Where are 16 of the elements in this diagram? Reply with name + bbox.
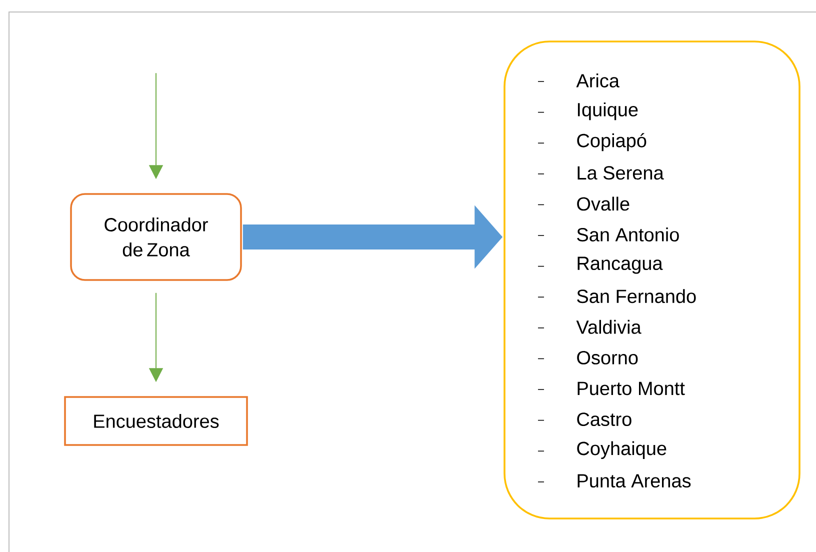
list-item: Iquique [578, 102, 638, 120]
list-item: Copiapó [577, 133, 646, 152]
list-item: Castro [577, 412, 632, 426]
list-item: Arica [576, 74, 620, 88]
list-item: Punta Arenas [578, 474, 691, 488]
list-item: San Fernando [577, 289, 696, 304]
list-item: Rancagua [578, 256, 663, 274]
list-item: Ovalle [577, 196, 630, 211]
process-box: Encuestadores [64, 396, 248, 446]
list-item: Coyhaique [577, 441, 666, 459]
list-item: La Serena [578, 166, 664, 180]
list-item: Valdivia [576, 320, 642, 334]
list-item: San Antonio [577, 228, 679, 242]
list-item: Puerto Montt [578, 382, 685, 396]
rounded-box: Coordinador de Zona [70, 193, 242, 281]
list-item: Osorno [577, 350, 638, 364]
